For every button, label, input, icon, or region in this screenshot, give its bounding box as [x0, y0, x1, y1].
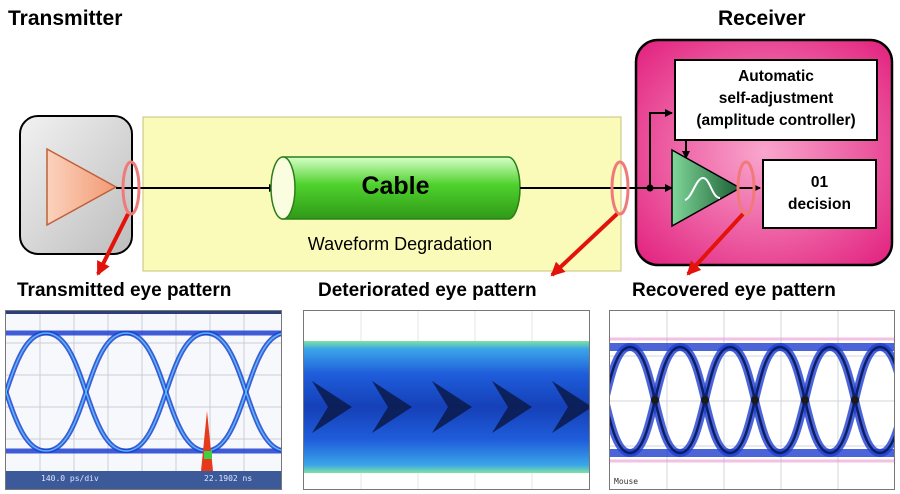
decision-label: 01 decision — [763, 172, 876, 216]
transmitted-eye-pattern — [6, 311, 281, 489]
red-arrow-transmitted — [96, 213, 130, 276]
receiver-amplifier-icon — [671, 148, 742, 228]
red-arrow-recovered — [686, 212, 745, 276]
receiver-heading: Receiver — [718, 7, 806, 30]
controller-label: Automatic self-adjustment (amplitude con… — [675, 66, 877, 132]
controller-line-1: Automatic — [738, 68, 814, 85]
decision-line-1: 01 — [810, 174, 829, 191]
decision-box — [762, 159, 877, 229]
controller-line-2: self-adjustment — [718, 90, 834, 107]
caption-recovered: Recovered eye pattern — [632, 280, 836, 301]
caption-deteriorated: Deteriorated eye pattern — [318, 280, 537, 301]
deteriorated-eye-pattern — [304, 311, 589, 489]
decision-line-2: decision — [788, 196, 851, 213]
cable-body — [282, 156, 521, 220]
time-readout: 22.1902 ns — [204, 474, 253, 483]
amplitude-controller-box — [674, 59, 878, 141]
recovered-eye-pattern — [610, 311, 894, 489]
scope-readout: Mouse — [614, 477, 639, 486]
transmitter-heading: Transmitter — [8, 7, 123, 30]
signal-path-diagram — [19, 38, 894, 277]
recovered-eye-panel: Mouse — [609, 310, 895, 490]
controller-line-3: (amplitude controller) — [696, 112, 856, 129]
cable-label: Cable — [361, 172, 430, 200]
waveform-icon — [684, 176, 721, 201]
caption-transmitted: Transmitted eye pattern — [17, 280, 232, 301]
timebase-readout: 140.0 ps/div — [41, 474, 99, 483]
probe-recovered — [736, 160, 756, 216]
cable-end — [270, 156, 296, 220]
feedback-line — [649, 109, 673, 188]
probe-cable-output — [610, 160, 630, 216]
red-arrow-deteriorated — [550, 212, 619, 277]
transmitted-eye-panel: 140.0 ps/div 22.1902 ns — [5, 310, 282, 490]
probe-transmitter — [121, 160, 141, 216]
deteriorated-eye-panel — [303, 310, 590, 490]
transmitter-amplifier-icon — [46, 147, 118, 227]
degradation-label: Waveform Degradation — [307, 234, 493, 254]
